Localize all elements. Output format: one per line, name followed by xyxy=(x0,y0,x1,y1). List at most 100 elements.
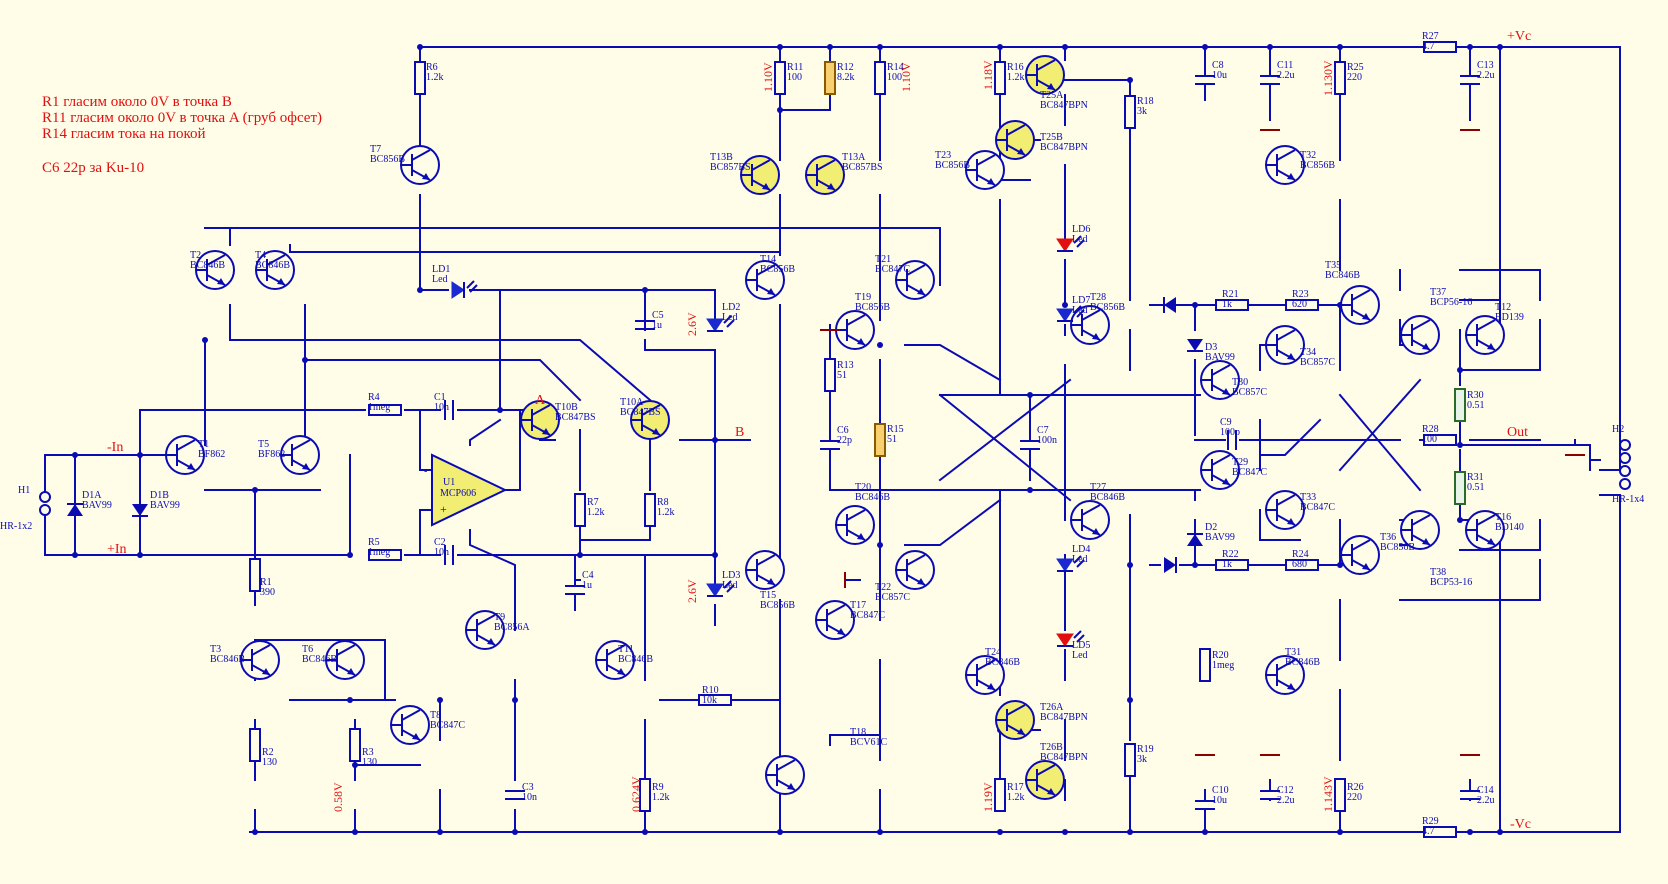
resistor-r31 xyxy=(1454,471,1466,505)
resistor-value-r22: 1k xyxy=(1222,559,1232,570)
net-labels: +Vc -Vc Out -In +In A B xyxy=(107,29,1531,832)
resistor-ref-r5: R5 xyxy=(368,537,380,548)
note-line-3: R14 гласим тока на покой xyxy=(42,126,206,142)
transistor-t23 xyxy=(965,150,1005,190)
resistor-ref-r7: R7 xyxy=(587,497,599,508)
voltage-r14: 1.10V xyxy=(899,62,913,92)
led-ref-ld2: LD2 xyxy=(722,302,740,313)
transistor-value-t11: BC846B xyxy=(618,654,653,665)
transistor-value-t5: BF862 xyxy=(258,449,285,460)
resistor-r11 xyxy=(774,61,786,95)
resistor-r2 xyxy=(249,728,261,762)
resistor-ref-r22: R22 xyxy=(1222,549,1239,560)
capacitor-value-c9: 100p xyxy=(1220,427,1240,438)
transistor-ref-t13a: T13A xyxy=(842,152,866,163)
diode-ref-d1b: D1B xyxy=(150,490,169,501)
transistor-t13b xyxy=(740,155,780,195)
capacitor-value-c2: 10n xyxy=(434,547,449,558)
transistor-value-t13b: BC857BS xyxy=(710,162,751,173)
resistor-r23 xyxy=(1285,299,1319,311)
capacitor-c3 xyxy=(505,790,525,800)
resistor-r19 xyxy=(1124,743,1136,777)
resistor-r20 xyxy=(1199,648,1211,682)
transistor-t6 xyxy=(325,640,365,680)
opamp-ref: U1 xyxy=(443,477,455,488)
transistor-value-t18: BCV61C xyxy=(850,737,888,748)
resistor-r28 xyxy=(1423,434,1457,446)
transistor-t27 xyxy=(1070,500,1110,540)
capacitor-c11 xyxy=(1260,75,1280,85)
diode-d2-second xyxy=(1164,557,1177,573)
transistor-value-t2: BC846B xyxy=(190,260,225,271)
resistor-value-r24: 680 xyxy=(1292,559,1307,570)
transistor-ref-t10a: T10A xyxy=(620,397,644,408)
transistor-value-t10a: BC847BS xyxy=(620,407,661,418)
transistor-value-t6: BC846B xyxy=(302,654,337,665)
resistor-r16 xyxy=(994,61,1006,95)
transistor-ref-t10b: T10B xyxy=(555,402,578,413)
resistor-r9 xyxy=(639,778,651,812)
resistor-value-r5: 1meg xyxy=(368,547,390,558)
resistor-r1 xyxy=(249,558,261,592)
led-value-ld2: Led xyxy=(722,312,738,323)
resistor-r8 xyxy=(644,493,656,527)
diode-ref-d1a: D1A xyxy=(82,490,102,501)
h2-value: HR-1x4 xyxy=(1612,494,1644,505)
capacitor-c8 xyxy=(1195,75,1215,85)
resistor-value-r17: 1.2k xyxy=(1007,792,1025,803)
transistor-ref-t32: T32 xyxy=(1300,150,1316,161)
resistor-value-r8: 1.2k xyxy=(657,507,675,518)
resistor-r27 xyxy=(1423,41,1457,53)
resistor-value-r18: 3k xyxy=(1137,106,1147,117)
resistor-r13 xyxy=(824,358,836,392)
transistor-ref-t26a: T26A xyxy=(1040,702,1064,713)
resistor-r4 xyxy=(368,404,402,416)
resistor-ref-r20: R20 xyxy=(1212,650,1229,661)
capacitor-c6 xyxy=(820,440,840,450)
opamp-minus-sign: - xyxy=(424,466,427,477)
capacitor-ref-c3: C3 xyxy=(522,782,534,793)
transistor-ref-t20: T20 xyxy=(855,482,871,493)
h1-ref: H1 xyxy=(18,485,30,496)
transistor-t34 xyxy=(1265,325,1305,365)
diode-value-d1b: BAV99 xyxy=(150,500,180,511)
transistor-t29 xyxy=(1200,450,1240,490)
transistor-ref-t19: T19 xyxy=(855,292,871,303)
transistor-t30 xyxy=(1200,360,1240,400)
resistor-ref-r16: R16 xyxy=(1007,62,1024,73)
resistor-ref-r6: R6 xyxy=(426,62,438,73)
resistor-value-r30: 0.51 xyxy=(1467,400,1485,411)
resistor-r3 xyxy=(349,728,361,762)
capacitor-c14 xyxy=(1460,790,1480,800)
resistor-value-r15: 51 xyxy=(887,434,897,445)
resistor-value-r11: 100 xyxy=(787,72,802,83)
transistor-ref-t27: T27 xyxy=(1090,482,1106,493)
resistor-ref-r11: R11 xyxy=(787,62,803,73)
net-plus-vc: +Vc xyxy=(1507,29,1531,44)
transistor-ref-t18: T18 xyxy=(850,727,866,738)
resistor-value-r16: 1.2k xyxy=(1007,72,1025,83)
resistor-ref-r10: R10 xyxy=(702,685,719,696)
voltage-ld3: 2.6V xyxy=(685,579,699,603)
diode-value-d3: BAV99 xyxy=(1205,352,1235,363)
resistor-ref-r1: R1 xyxy=(260,577,272,588)
resistor-value-r7: 1.2k xyxy=(587,507,605,518)
transistor-ref-t2: T2 xyxy=(190,250,201,261)
resistor-value-r10: 10k xyxy=(702,695,717,706)
transistor-t25a xyxy=(1025,55,1065,95)
opamp-value: MCP606 xyxy=(440,488,476,499)
led-ld4 xyxy=(1056,555,1085,572)
note-line-2: R11 гласим около 0V в точка A (груб офсе… xyxy=(42,110,322,126)
transistor-value-t31: BC846B xyxy=(1285,657,1320,668)
resistor-r12 xyxy=(824,61,836,95)
transistor-value-t38: BCP53-16 xyxy=(1430,577,1472,588)
net-a: A xyxy=(535,393,546,408)
transistor-value-t36: BC856B xyxy=(1380,542,1415,553)
transistor-t36 xyxy=(1340,535,1380,575)
transistor-t5 xyxy=(280,435,320,475)
capacitor-c13 xyxy=(1460,75,1480,85)
resistor-value-r9: 1.2k xyxy=(652,792,670,803)
led-value-ld6: Led xyxy=(1072,234,1088,245)
transistor-ref-t14: T14 xyxy=(760,254,776,265)
junctions xyxy=(72,44,1503,835)
